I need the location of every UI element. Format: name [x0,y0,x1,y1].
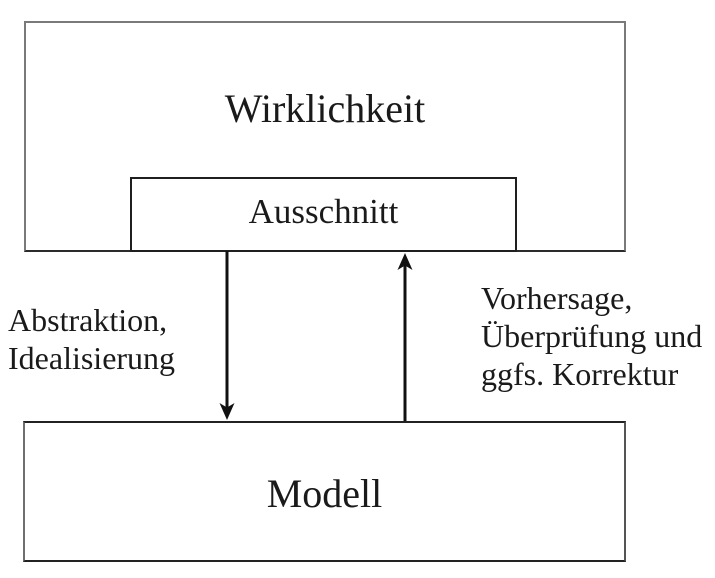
abstraction-label-line1: Abstraktion, [8,302,168,338]
prediction-label-line3: ggfs. Korrektur [481,356,679,392]
prediction-label-line2: Überprüfung und [481,318,703,354]
abstraction-label: Abstraktion, Idealisierung [8,301,175,377]
wirklichkeit-label: Wirklichkeit [224,86,426,131]
abstraction-label-line2: Idealisierung [8,340,176,376]
ausschnitt-label: Ausschnitt [248,192,399,231]
modell-box: Modell [23,421,626,562]
prediction-label: Vorhersage, Überprüfung und ggfs. Korrek… [481,279,702,393]
modell-label: Modell [266,470,383,516]
prediction-label-line1: Vorhersage, [481,280,633,316]
abstraction-arrow-down-icon [219,251,235,420]
prediction-arrow-up-icon [397,253,413,421]
ausschnitt-box: Ausschnitt [130,177,517,252]
